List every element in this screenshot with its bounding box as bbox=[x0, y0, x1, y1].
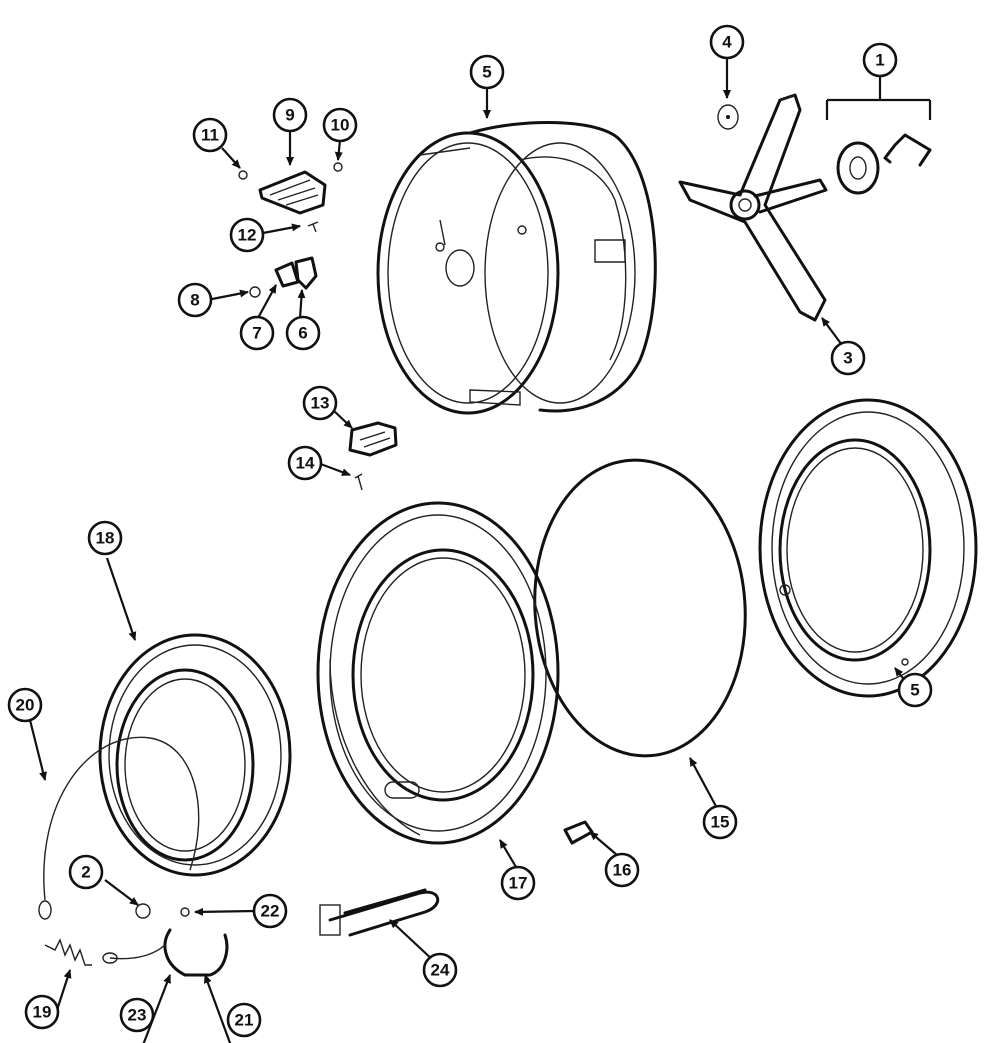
svg-text:1: 1 bbox=[875, 51, 884, 70]
svg-text:22: 22 bbox=[261, 902, 280, 921]
callout-12: 12 bbox=[229, 217, 265, 253]
hose-assembly bbox=[102, 928, 229, 977]
callout-11: 11 bbox=[192, 117, 228, 153]
callout-19: 19 bbox=[24, 994, 60, 1030]
callout-14: 14 bbox=[287, 445, 323, 481]
svg-text:5: 5 bbox=[910, 681, 919, 700]
svg-text:21: 21 bbox=[235, 1011, 254, 1030]
callout-20: 20 bbox=[7, 687, 43, 723]
callout-21: 21 bbox=[226, 1002, 262, 1038]
svg-text:6: 6 bbox=[298, 324, 307, 343]
callout-24: 24 bbox=[422, 952, 458, 988]
svg-text:19: 19 bbox=[33, 1003, 52, 1022]
small-fasteners bbox=[135, 162, 594, 919]
drum-baffle-small bbox=[348, 421, 398, 457]
svg-text:10: 10 bbox=[331, 116, 350, 135]
svg-text:9: 9 bbox=[285, 106, 294, 125]
drum-spider bbox=[678, 93, 828, 322]
svg-text:23: 23 bbox=[128, 1006, 147, 1025]
callout-22: 22 bbox=[252, 893, 288, 929]
callout-1: 1 bbox=[862, 42, 898, 78]
drum-baffle bbox=[258, 170, 327, 215]
washer-part bbox=[717, 104, 739, 130]
callout-5-right: 5 bbox=[897, 672, 933, 708]
callout-16: 16 bbox=[604, 852, 640, 888]
bearing-kit bbox=[825, 72, 932, 195]
svg-text:3: 3 bbox=[843, 349, 852, 368]
tub-front-ring bbox=[758, 398, 978, 698]
svg-text:4: 4 bbox=[722, 33, 732, 52]
svg-text:12: 12 bbox=[238, 226, 257, 245]
svg-text:16: 16 bbox=[613, 861, 632, 880]
svg-text:15: 15 bbox=[711, 813, 730, 832]
svg-text:20: 20 bbox=[16, 696, 35, 715]
tub-seal-ring bbox=[533, 458, 747, 758]
boot-clamp-wire bbox=[38, 736, 200, 920]
door-boot bbox=[98, 633, 292, 877]
svg-text:2: 2 bbox=[81, 863, 90, 882]
callout-8: 8 bbox=[177, 282, 213, 318]
callout-13: 13 bbox=[302, 385, 338, 421]
heater-element bbox=[319, 888, 439, 937]
tub-front-cover bbox=[316, 501, 560, 845]
svg-text:7: 7 bbox=[252, 324, 261, 343]
svg-text:5: 5 bbox=[482, 63, 491, 82]
svg-text:11: 11 bbox=[201, 126, 219, 145]
callout-2: 2 bbox=[68, 854, 104, 890]
callout-9: 9 bbox=[272, 97, 308, 133]
spring-part bbox=[44, 938, 92, 966]
callout-23: 23 bbox=[119, 997, 155, 1033]
callout-18: 18 bbox=[87, 520, 123, 556]
svg-text:17: 17 bbox=[509, 874, 528, 893]
callout-3: 3 bbox=[830, 340, 866, 376]
svg-text:8: 8 bbox=[190, 291, 199, 310]
callout-10: 10 bbox=[322, 107, 358, 143]
outer-tub-shell bbox=[376, 121, 657, 415]
svg-text:24: 24 bbox=[431, 961, 450, 980]
svg-text:14: 14 bbox=[296, 454, 315, 473]
svg-text:13: 13 bbox=[311, 394, 330, 413]
callout-5-top: 5 bbox=[469, 54, 505, 90]
callout-6: 6 bbox=[285, 315, 321, 351]
callout-4: 4 bbox=[709, 24, 745, 60]
callout-7: 7 bbox=[239, 315, 275, 351]
callout-15: 15 bbox=[702, 804, 738, 840]
svg-text:18: 18 bbox=[96, 529, 115, 548]
callout-17: 17 bbox=[500, 865, 536, 901]
